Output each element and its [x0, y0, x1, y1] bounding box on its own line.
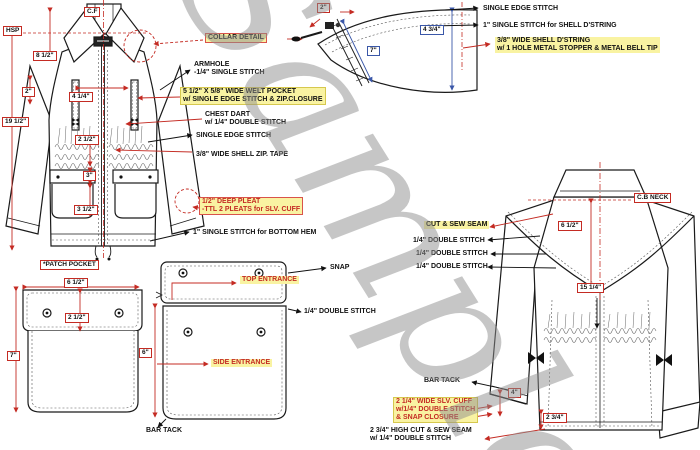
dstring-line2: w/ 1 HOLE METAL STOPPER & METAL BELL TIP: [497, 45, 658, 52]
cf-line-label: C.F: [84, 7, 101, 17]
side-entrance-callout: SIDE ENTRANCE: [211, 359, 273, 367]
patch-pocket-open-drawing: [155, 261, 287, 420]
dim-pocket-height: 3 1/2": [74, 205, 98, 215]
cb-neck-label: C.B NECK: [634, 193, 672, 203]
front-view-drawing: [5, 3, 205, 261]
collar-single-edge-callout: SINGLE EDGE STITCH: [483, 5, 559, 12]
collar-dim-band: 7": [367, 46, 380, 56]
pocket-double-stitch-callout: 1/4" DOUBLE STITCH: [304, 308, 376, 315]
hem-seam-line2: w/ 1/4" DOUBLE STITCH: [370, 435, 452, 442]
welt-pocket-line1: 5 1/2" X 5/8" WIDE WELT POCKET: [183, 88, 297, 95]
front-view-dimensions: [9, 0, 303, 258]
back-bar-tack-callout: BAR TACK: [424, 377, 461, 384]
back-view-dimensions: [471, 162, 632, 441]
collar-detail-dimensions: [309, 2, 491, 91]
back-double-stitch-3: 1/4" DOUBLE STITCH: [416, 263, 488, 270]
armhole-line1: ARMHOLE: [194, 61, 230, 68]
collar-detail-drawing: [291, 9, 478, 93]
dim-pocket-top: 3": [83, 171, 96, 181]
cut-sew-seam-callout: CUT & SEW SEAM: [424, 221, 490, 229]
sleeve-cuff-callout: 2 1/4" WIDE SLV. CUFF w/1/4" DOUBLE STIT…: [393, 397, 479, 423]
dstring-line1: 3/8" WIDE SHELL D'STRING: [497, 37, 591, 44]
sleeve-cuff-line3: & SNAP CLOSURE: [396, 414, 459, 421]
chest-dart-line1: CHEST DART: [205, 111, 251, 118]
pocket-dim-width: 6 1/2": [64, 278, 88, 288]
collar-dim-width: 2": [317, 3, 330, 13]
sleeve-pleat-line2: -TTL 2 PLEATS for SLV. CUFF: [202, 206, 301, 213]
dstring-stitch-callout: 1" SINGLE STITCH for SHELL D'STRING: [483, 22, 617, 29]
single-edge-stitch-callout: SINGLE EDGE STITCH: [196, 132, 272, 139]
patch-pocket-open-dimensions: [152, 265, 327, 428]
back-dim-length: 15 1/4": [577, 283, 605, 293]
pocket-dim-side: 6": [139, 348, 152, 358]
pocket-bar-tack-callout: BAR TACK: [146, 427, 183, 434]
snap-callout: SNAP: [330, 264, 350, 271]
hsp-line-label: HSP: [3, 26, 23, 36]
chest-dart-callout: CHEST DART w/ 1/4" DOUBLE STITCH: [205, 111, 286, 127]
patch-pocket-closed-drawing: [22, 289, 143, 413]
pocket-dim-flap: 2 1/2": [65, 313, 89, 323]
armhole-callout: ARMHOLE -1/4" SINGLE STITCH: [194, 61, 265, 77]
collar-detail-tag: COLLAR DETAIL: [205, 33, 267, 43]
top-entrance-callout: TOP ENTRANCE: [240, 276, 299, 284]
dim-body-length: 19 1/2": [2, 117, 30, 127]
dstring-callout: 3/8" WIDE SHELL D'STRING w/ 1 HOLE METAL…: [495, 37, 660, 53]
dim-pocket-spacing: 4 1/4": [69, 92, 93, 102]
pocket-dim-height: 7": [7, 351, 20, 361]
back-double-stitch-1: 1/4" DOUBLE STITCH: [413, 237, 485, 244]
hem-seam-line1: 2 3/4" HIGH CUT & SEW SEAM: [370, 427, 472, 434]
hem-seam-callout: 2 3/4" HIGH CUT & SEW SEAM w/ 1/4" DOUBL…: [370, 427, 472, 443]
sleeve-cuff-line2: w/1/4" DOUBLE STITCH: [396, 406, 476, 413]
dim-shoulder: 8 1/2": [33, 51, 57, 61]
dim-placket: 2": [22, 87, 35, 97]
dim-waist: 2 1/2": [75, 135, 99, 145]
back-dim-cuff: 4": [508, 388, 521, 398]
sleeve-cuff-line1: 2 1/4" WIDE SLV. CUFF: [396, 398, 473, 405]
back-dim-yoke: 6 1/2": [558, 221, 582, 231]
collar-dim-height: 4 3/4": [420, 25, 444, 35]
sleeve-pleat-line1: 1/2" DEEP PLEAT: [202, 198, 261, 205]
shell-zip-callout: 3/8" WIDE SHELL ZIP. TAPE: [196, 151, 289, 158]
bottom-hem-callout: 1" SINGLE STITCH for BOTTOM HEM: [193, 229, 317, 236]
patch-pocket-title: *PATCH POCKET: [40, 260, 99, 270]
welt-pocket-line2: w/ SINGLE EDGE STITCH & ZIP.CLOSURE: [183, 96, 323, 103]
armhole-line2: -1/4" SINGLE STITCH: [194, 69, 265, 76]
back-dim-hem: 2 3/4": [543, 413, 567, 423]
sleeve-pleat-callout: 1/2" DEEP PLEAT -TTL 2 PLEATS for SLV. C…: [199, 197, 304, 215]
back-view-drawing: [489, 169, 700, 439]
welt-pocket-callout: 5 1/2" X 5/8" WIDE WELT POCKET w/ SINGLE…: [180, 87, 326, 105]
back-double-stitch-2: 1/4" DOUBLE STITCH: [416, 250, 488, 257]
chest-dart-line2: w/ 1/4" DOUBLE STITCH: [205, 119, 287, 126]
front-view-leaders: [147, 69, 193, 242]
